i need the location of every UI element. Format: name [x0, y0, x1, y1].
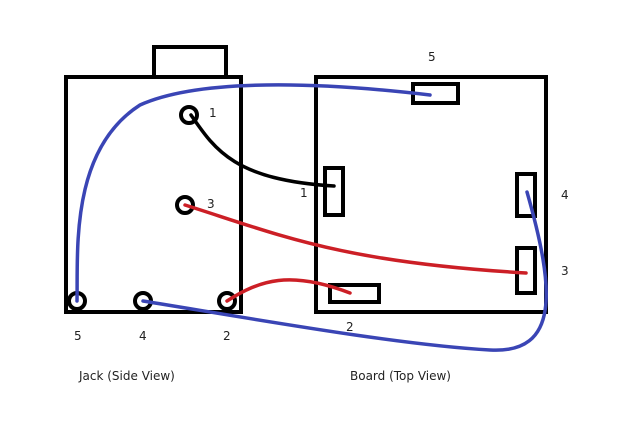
- jack-tab: [152, 45, 228, 79]
- wire-5-blue: [75, 83, 432, 303]
- jack-body: [64, 75, 243, 314]
- board-pad-4-label: 4: [561, 188, 569, 202]
- jack-caption: Jack (Side View): [78, 369, 175, 383]
- jack-pin-3: [175, 195, 195, 215]
- board-pad-3-label: 3: [561, 264, 569, 278]
- jack-pin-5-label: 5: [74, 329, 82, 343]
- jack-pin-3-label: 3: [207, 197, 215, 211]
- board-pad-2: [328, 283, 381, 304]
- wire-2-red: [225, 278, 352, 303]
- jack-pin-1: [179, 105, 199, 125]
- board-pad-4: [515, 172, 537, 218]
- board-pad-1: [323, 166, 345, 217]
- board-pad-1-label: 1: [300, 186, 308, 200]
- wire-3-red: [183, 203, 528, 275]
- jack-pin-2-label: 2: [223, 329, 231, 343]
- board-caption: Board (Top View): [350, 369, 451, 383]
- board-pad-5-label: 5: [428, 50, 436, 64]
- jack-pin-1-label: 1: [209, 106, 217, 120]
- jack-pin-4-label: 4: [139, 329, 147, 343]
- wire-1-black: [189, 113, 336, 188]
- wire-4-blue: [141, 190, 548, 352]
- board-pad-2-label: 2: [346, 320, 354, 334]
- board-body: [314, 75, 548, 314]
- board-pad-3: [515, 246, 537, 295]
- jack-pin-2: [217, 291, 237, 311]
